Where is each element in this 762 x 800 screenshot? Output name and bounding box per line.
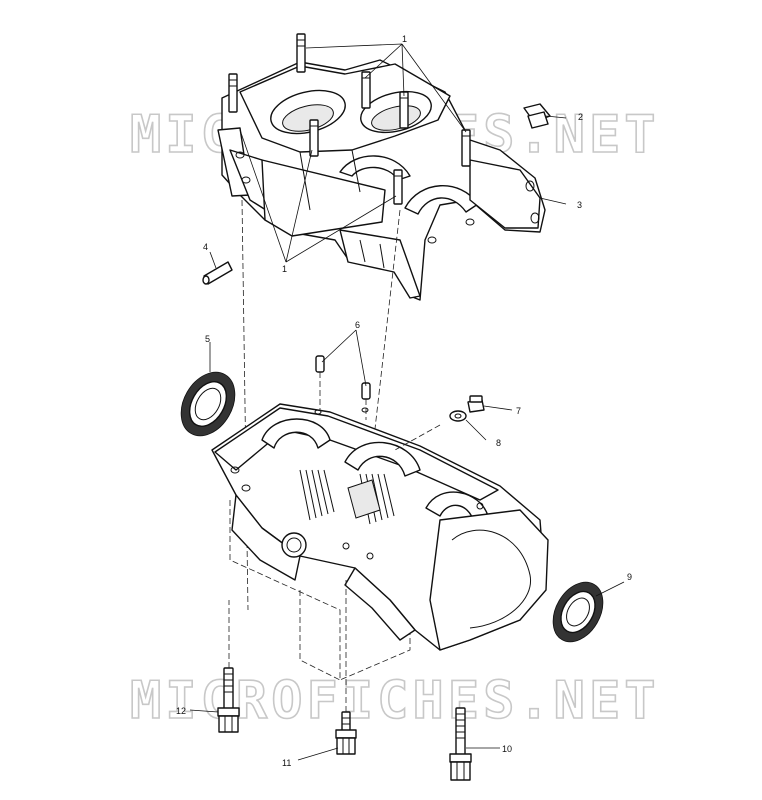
callout-7: 7 (516, 406, 521, 416)
callout-8: 8 (496, 438, 501, 448)
callout-11: 11 (282, 758, 291, 768)
bolt-part-10 (449, 707, 472, 781)
callout-5: 5 (205, 334, 210, 344)
pin-part-4 (202, 261, 233, 285)
lower-crankcase (211, 403, 549, 681)
dowels-part-6 (315, 355, 371, 420)
bolt-part-7 (467, 395, 485, 413)
callout-6: 6 (355, 320, 360, 330)
callout-2: 2 (578, 112, 583, 122)
callout-9: 9 (627, 572, 632, 582)
bolt-part-12 (217, 600, 240, 733)
plug-part-2 (523, 103, 551, 129)
bolt-part-11 (335, 580, 357, 755)
leader-lines (189, 43, 625, 761)
callout-10: 10 (502, 744, 512, 754)
seal-part-5 (180, 371, 236, 437)
seal-part-9 (552, 581, 604, 643)
callout-4: 4 (203, 242, 208, 252)
callout-1-bottom: 1 (282, 264, 287, 274)
upper-crankcase (217, 33, 546, 611)
washer-part-8 (449, 410, 467, 422)
callout-1-top: 1 (402, 34, 407, 44)
watermark-bottom: MICROFICHES.NET (130, 671, 660, 731)
cylinder-studs (228, 33, 471, 205)
callout-3: 3 (577, 200, 582, 210)
callout-12: 12 (176, 706, 186, 716)
callout-labels: 1 1 2 3 4 5 6 7 8 9 10 11 12 (176, 34, 632, 768)
